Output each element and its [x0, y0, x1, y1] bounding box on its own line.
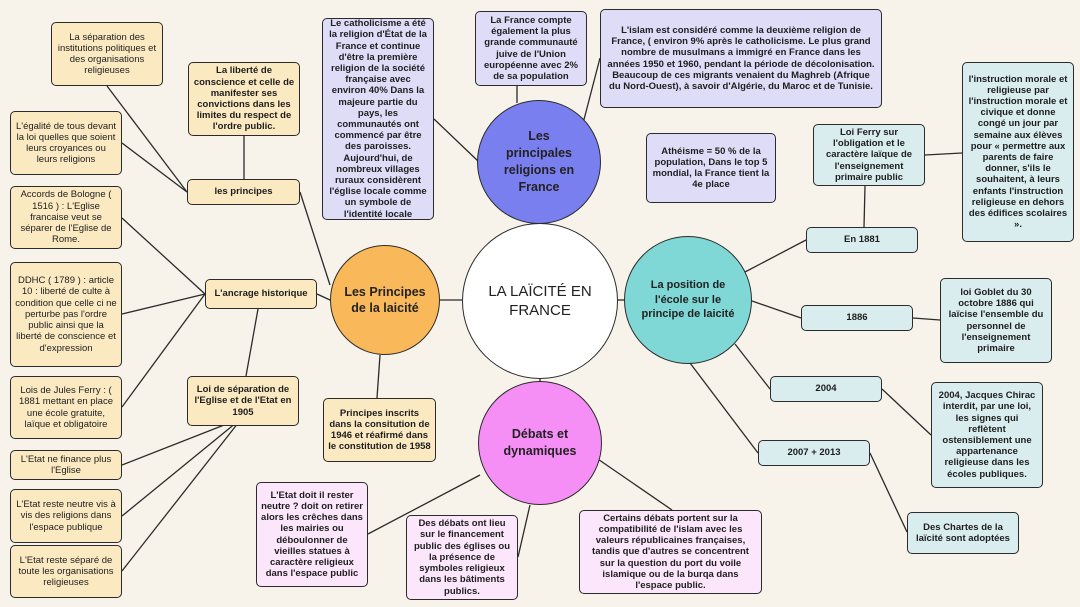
node-egalite[interactable]: L'égalité de tous devant la loi quelles … — [10, 111, 122, 175]
node-jules-ferry[interactable]: Lois de Jules Ferry : ( 1881 mettant en … — [10, 376, 122, 439]
node-ferry[interactable]: Loi Ferry sur l'obligation et le caractè… — [813, 124, 925, 186]
node-chartes[interactable]: Des Chartes de la laïcité sont adoptées — [907, 512, 1019, 554]
node-instruction[interactable]: l'instruction morale et religieuse par l… — [962, 62, 1074, 242]
node-financement[interactable]: Des débats ont lieu sur le financement p… — [406, 515, 518, 600]
node-ancrage[interactable]: L'ancrage historique — [205, 279, 317, 309]
node-separation[interactable]: La séparation des institutions politique… — [51, 22, 163, 86]
node-constitution[interactable]: Principes inscrits dans la consitution d… — [323, 398, 436, 462]
node-atheisme[interactable]: Athéisme = 50 % de la population, Dans l… — [646, 133, 776, 203]
node-2004[interactable]: 2004 — [770, 376, 882, 402]
center-topic[interactable]: LA LAÏCITÉ EN FRANCE — [462, 223, 618, 379]
node-creches[interactable]: L'Etat doit il rester neutre ? doit on r… — [256, 482, 368, 587]
branch-ecole[interactable]: La position de l'école sur le principe d… — [624, 236, 752, 364]
node-juive[interactable]: La France compte également la plus grand… — [475, 11, 587, 86]
node-ddhc[interactable]: DDHC ( 1789 ) : article 10 : liberté de … — [10, 262, 122, 367]
node-1881[interactable]: En 1881 — [806, 227, 918, 253]
node-liberte[interactable]: La liberté de conscience et celle de man… — [188, 62, 300, 136]
node-bologne[interactable]: Accords de Bologne ( 1516 ) : L'Eglise f… — [10, 186, 122, 249]
node-neutre[interactable]: L'Etat reste neutre vis à vis des religi… — [10, 489, 122, 543]
node-2007-2013[interactable]: 2007 + 2013 — [758, 440, 870, 466]
node-separe[interactable]: L'Etat reste séparé de toute les organis… — [10, 545, 122, 598]
node-loi-1905[interactable]: Loi de séparation de l'Eglise et de l'Et… — [187, 376, 299, 426]
node-catholicisme[interactable]: Le catholicisme a été la religion d'État… — [322, 18, 434, 220]
node-goblet[interactable]: loi Goblet du 30 octobre 1886 qui laïcis… — [940, 278, 1052, 363]
branch-religions[interactable]: Les principales religions en France — [477, 100, 601, 224]
branch-principes[interactable]: Les Principes de la laicité — [330, 245, 440, 355]
node-chirac[interactable]: 2004, Jacques Chirac interdit, par une l… — [931, 382, 1043, 488]
branch-debats[interactable]: Débats et dynamiques — [478, 381, 602, 505]
node-1886[interactable]: 1886 — [801, 305, 913, 331]
node-islam-debat[interactable]: Certains débats portent sur la compatibi… — [579, 510, 762, 594]
node-les-principes[interactable]: les principes — [187, 179, 300, 205]
node-islam[interactable]: L'islam est considéré comme la deuxième … — [600, 9, 882, 108]
node-ne-finance[interactable]: L'Etat ne finance plus l'Eglise — [10, 450, 122, 480]
